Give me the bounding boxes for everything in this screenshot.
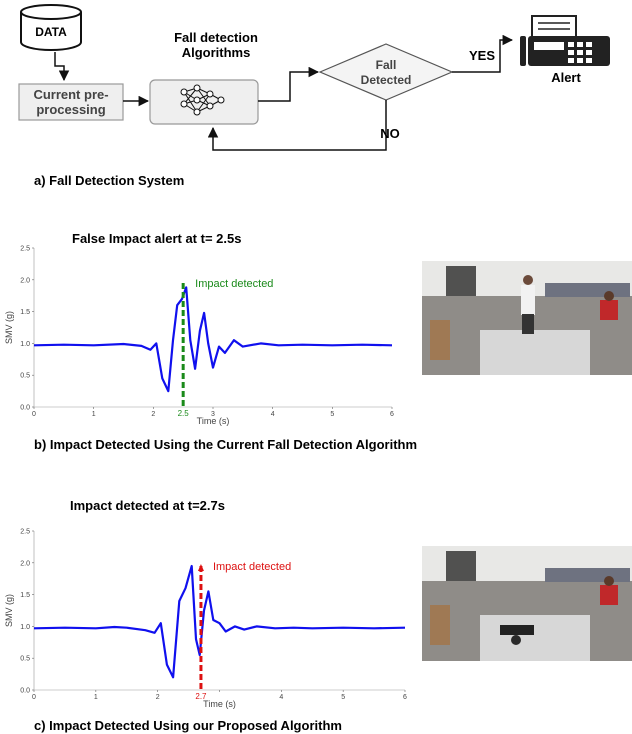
- preprocessing-box: [18, 83, 124, 121]
- yes-label: YES: [469, 48, 495, 63]
- preprocessing-label-1: Current pre-: [33, 87, 108, 102]
- x-tick-label: 0: [32, 411, 36, 418]
- x-tick-label: 6: [390, 411, 394, 418]
- y-axis-label: SMV (g): [4, 594, 14, 627]
- x-tick-label: 3: [211, 411, 215, 418]
- y-tick-label: 0.0: [20, 688, 30, 695]
- y-tick-label: 2.5: [20, 529, 30, 536]
- panel-b-title: False Impact alert at t= 2.5s: [72, 231, 241, 246]
- algorithms-title-1: Fall detection: [174, 30, 258, 45]
- arrow-no: [207, 100, 387, 151]
- y-tick-label: 1.0: [20, 624, 30, 631]
- arrow-algo-to-decision: [258, 66, 320, 102]
- y-tick-label: 1.5: [20, 592, 30, 599]
- y-tick-label: 1.0: [20, 341, 30, 348]
- x-tick-label: 5: [341, 694, 345, 701]
- caption-b: b) Impact Detected Using the Current Fal…: [34, 437, 417, 452]
- x-tick-label: 6: [403, 694, 407, 701]
- x-tick-label: 5: [330, 411, 334, 418]
- impact-marker-tick-label: 2.7: [195, 692, 207, 701]
- decision-diamond: [318, 43, 454, 101]
- fax-alert-icon: [520, 15, 610, 66]
- algorithms-title-2: Algorithms: [182, 45, 251, 60]
- impact-annotation: Impact detected: [213, 561, 291, 573]
- impact-marker-tick-label: 2.5: [178, 409, 190, 418]
- arrow-yes: [452, 34, 514, 73]
- impact-annotation: Impact detected: [195, 278, 273, 290]
- x-tick-label: 1: [94, 694, 98, 701]
- x-tick-label: 4: [271, 411, 275, 418]
- alert-label: Alert: [551, 70, 581, 85]
- x-axis-label: Time (s): [203, 699, 236, 709]
- panel-c-title: Impact detected at t=2.7s: [70, 498, 225, 513]
- y-tick-label: 1.5: [20, 309, 30, 316]
- impact-marker-arrowhead: [197, 563, 204, 571]
- y-tick-label: 0.5: [20, 656, 30, 663]
- x-tick-label: 1: [92, 411, 96, 418]
- decision-label-2: Detected: [361, 73, 412, 87]
- preprocessing-label-2: processing: [36, 102, 105, 117]
- neural-network-icon: [180, 84, 225, 116]
- y-tick-label: 0.5: [20, 373, 30, 380]
- database-icon: [20, 4, 82, 51]
- arrow-data-to-preproc: [54, 52, 70, 82]
- caption-c: c) Impact Detected Using our Proposed Al…: [34, 718, 342, 733]
- x-axis-label: Time (s): [197, 416, 230, 426]
- caption-a: a) Fall Detection System: [34, 173, 184, 188]
- x-tick-label: 4: [279, 694, 283, 701]
- y-axis-label: SMV (g): [4, 311, 14, 344]
- y-tick-label: 2.5: [20, 246, 30, 253]
- smv-series-line: [33, 286, 393, 393]
- y-tick-label: 2.0: [20, 277, 30, 284]
- y-tick-label: 0.0: [20, 405, 30, 412]
- x-tick-label: 0: [32, 694, 36, 701]
- decision-label-1: Fall: [376, 58, 397, 72]
- smv-series-line: [33, 564, 406, 679]
- x-tick-label: 2: [156, 694, 160, 701]
- video-frame-fallen: [422, 546, 632, 661]
- y-tick-label: 2.0: [20, 560, 30, 567]
- data-label: DATA: [35, 25, 67, 39]
- video-frame-standing: [422, 261, 632, 375]
- x-tick-label: 2: [151, 411, 155, 418]
- no-label: NO: [380, 126, 400, 141]
